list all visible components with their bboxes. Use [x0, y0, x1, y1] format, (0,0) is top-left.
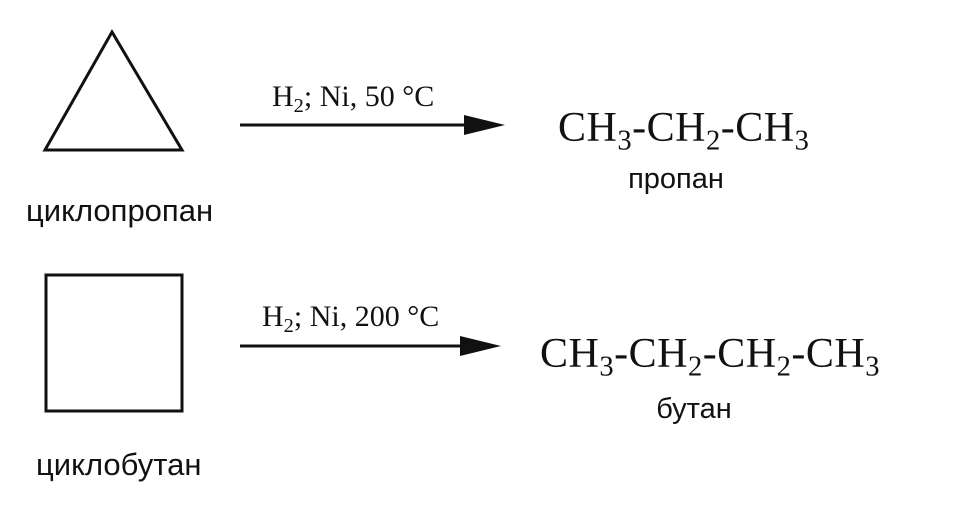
formula-group: -CH — [632, 105, 706, 151]
formula-group: -CH — [702, 331, 777, 377]
reaction-conditions-1: H2; Ni, 50 °C — [272, 80, 435, 118]
formula-group: -CH — [720, 105, 795, 151]
product-formula-butane: CH3-CH2-CH2-CH3 — [540, 330, 880, 381]
formula-subscript: 2 — [705, 125, 721, 157]
conditions-rest-1: ; Ni, 50 °C — [303, 80, 435, 113]
formula-subscript: 3 — [617, 125, 633, 157]
formula-group: CH — [558, 105, 618, 151]
reagent-base-1: H — [272, 80, 294, 113]
cyclopropane-triangle — [42, 29, 185, 152]
reagent-base-2: H — [262, 300, 284, 333]
formula-group: CH — [540, 331, 600, 377]
reactant-name-cyclobutane: циклобутан — [36, 447, 202, 482]
formula-subscript: 3 — [599, 351, 615, 383]
formula-subscript: 3 — [865, 351, 881, 383]
formula-subscript: 2 — [776, 351, 792, 383]
product-name-propane: пропан — [628, 163, 724, 195]
cyclobutane-square — [44, 273, 184, 413]
reactant-name-cyclopropane: циклопропан — [26, 193, 214, 228]
reaction-arrowhead-1 — [464, 115, 505, 135]
formula-subscript: 2 — [687, 351, 703, 383]
reagent-subscript-2: 2 — [283, 315, 294, 338]
reaction-conditions-2: H2; Ni, 200 °C — [262, 300, 440, 338]
formula-subscript: 3 — [794, 125, 810, 157]
product-formula-propane: CH3-CH2-CH3 — [558, 104, 809, 155]
product-name-butane: бутан — [656, 393, 732, 425]
reaction-arrowhead-2 — [460, 336, 501, 356]
formula-group: -CH — [614, 331, 688, 377]
conditions-rest-2: ; Ni, 200 °C — [293, 300, 440, 333]
reagent-subscript-1: 2 — [293, 95, 304, 118]
formula-group: -CH — [791, 331, 866, 377]
